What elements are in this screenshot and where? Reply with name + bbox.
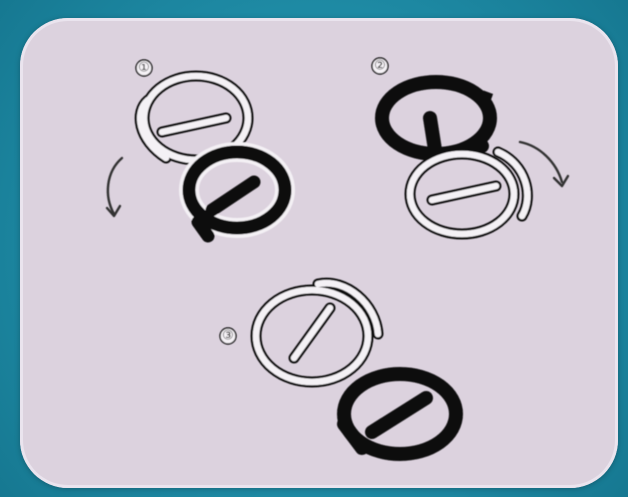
dark-ring-icon (382, 82, 493, 156)
step-2: ② (372, 58, 568, 234)
curved-arrow-icon (107, 158, 122, 216)
step-3: ③ (220, 283, 456, 454)
dark-ring-icon (344, 374, 456, 454)
step-2-number: ② (374, 59, 386, 74)
step-3-number: ③ (222, 329, 234, 344)
ring-icon (256, 283, 378, 382)
ring-icon (410, 152, 527, 234)
dark-ring-icon (189, 152, 285, 236)
step-1: ① (107, 60, 285, 236)
step-1-number: ① (138, 61, 150, 76)
